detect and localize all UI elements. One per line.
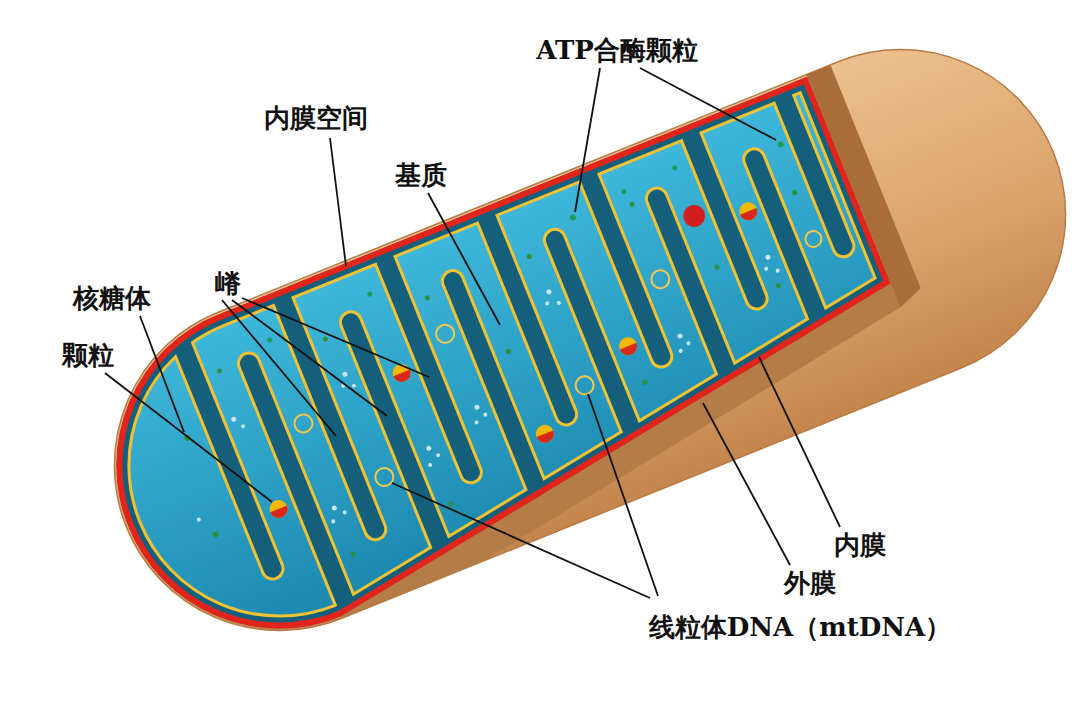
- cut-face: [67, 76, 929, 677]
- matrix-specks: [342, 371, 349, 378]
- matrix-specks: [474, 404, 481, 411]
- leader-lines: [759, 357, 840, 527]
- ribosome-dots: [775, 282, 782, 289]
- granules: [393, 370, 413, 385]
- atp-synthase-dots: [777, 140, 785, 148]
- matrix-specks: [436, 453, 441, 458]
- mtdna-rings: [649, 268, 672, 291]
- part-label: 颗粒: [62, 340, 114, 370]
- mtdna-rings: [573, 374, 596, 397]
- part-label: 基质: [395, 160, 447, 190]
- part-label: 线粒体DNA（mtDNA）: [649, 612, 952, 642]
- matrix-specks: [342, 510, 347, 515]
- ribosome-dots: [629, 201, 636, 208]
- granules: [616, 334, 639, 357]
- leader-lines: [105, 68, 840, 598]
- part-label: ATP合酶颗粒: [536, 35, 698, 65]
- leader-lines: [140, 316, 184, 432]
- matrix-specks: [240, 424, 245, 429]
- ribosome-dots: [642, 379, 649, 386]
- matrix-specks: [428, 462, 433, 467]
- granules: [680, 202, 709, 231]
- outer-membrane: [67, 76, 929, 677]
- part-label: 内膜空间: [264, 103, 368, 133]
- matrix: [67, 76, 929, 677]
- inner-membrane: [67, 76, 929, 677]
- mtdna-rings: [803, 229, 824, 250]
- granules: [533, 422, 556, 445]
- matrix-specks: [230, 416, 237, 423]
- mtdna-rings: [292, 412, 315, 435]
- leader-lines: [428, 193, 500, 325]
- matrix-specks: [351, 383, 356, 388]
- matrix-specks: [331, 519, 336, 524]
- ribosome-dots: [526, 253, 533, 260]
- matrix-specks: [426, 445, 433, 452]
- matrix-specks: [474, 420, 479, 425]
- leader-lines: [640, 68, 776, 140]
- part-label: 内膜: [834, 530, 886, 560]
- mtdna-rings: [280, 181, 846, 509]
- part-label: 外膜: [784, 568, 836, 598]
- leader-lines: [105, 373, 272, 502]
- matrix-specks: [678, 348, 683, 353]
- matrix-specks: [545, 301, 550, 306]
- leader-lines: [242, 298, 429, 377]
- granules: [536, 430, 556, 445]
- matrix-specks: [775, 268, 780, 273]
- mtdna-rings: [373, 465, 396, 488]
- granules: [223, 183, 809, 549]
- intermembrane-space: [67, 76, 929, 677]
- ribosome-dots: [714, 264, 721, 271]
- matrix-specks: [556, 300, 561, 305]
- granules: [620, 343, 640, 358]
- ribosome-dots: [448, 501, 455, 508]
- ribosome-dots: [350, 551, 357, 558]
- ribosome-dots: [216, 368, 223, 375]
- ribosome-dots: [322, 336, 329, 343]
- matrix-specks: [677, 333, 684, 340]
- granules: [270, 506, 290, 521]
- leader-lines: [222, 300, 336, 436]
- leader-lines: [703, 403, 790, 565]
- matrix-specks: [765, 254, 772, 261]
- atp-synthase-dots: [263, 124, 784, 353]
- matrix-specks: [764, 266, 769, 271]
- leader-lines: [330, 138, 346, 266]
- atp-synthase-dots: [266, 337, 273, 344]
- ribosome-dots: [156, 143, 862, 603]
- leader-lines: [575, 68, 600, 212]
- mtdna-rings: [433, 322, 456, 345]
- leader-lines: [232, 300, 387, 416]
- matrix-specks: [166, 206, 805, 570]
- ribosome-dots: [505, 348, 512, 355]
- leader-lines: [392, 483, 650, 598]
- part-label: 嵴: [215, 268, 241, 298]
- ribosome-dots: [424, 295, 431, 302]
- atp-synthase-dots: [621, 188, 628, 195]
- granules: [740, 208, 760, 223]
- matrix-specks: [331, 505, 338, 512]
- matrix-specks: [546, 289, 553, 296]
- granules: [737, 200, 760, 223]
- matrix-specks: [686, 341, 691, 346]
- atp-synthase-dots: [671, 164, 678, 171]
- outer-body: [65, 0, 1080, 680]
- mitochondrion: [65, 0, 1080, 703]
- ribosome-dots: [791, 189, 798, 196]
- matrix-specks: [483, 412, 488, 417]
- matrix-specks: [196, 517, 201, 522]
- leader-lines: [588, 394, 658, 596]
- atp-synthase-dots: [569, 214, 577, 222]
- atp-synthase-dots: [367, 291, 374, 298]
- part-label: 核糖体: [73, 283, 151, 313]
- ribosome-dots: [212, 531, 220, 539]
